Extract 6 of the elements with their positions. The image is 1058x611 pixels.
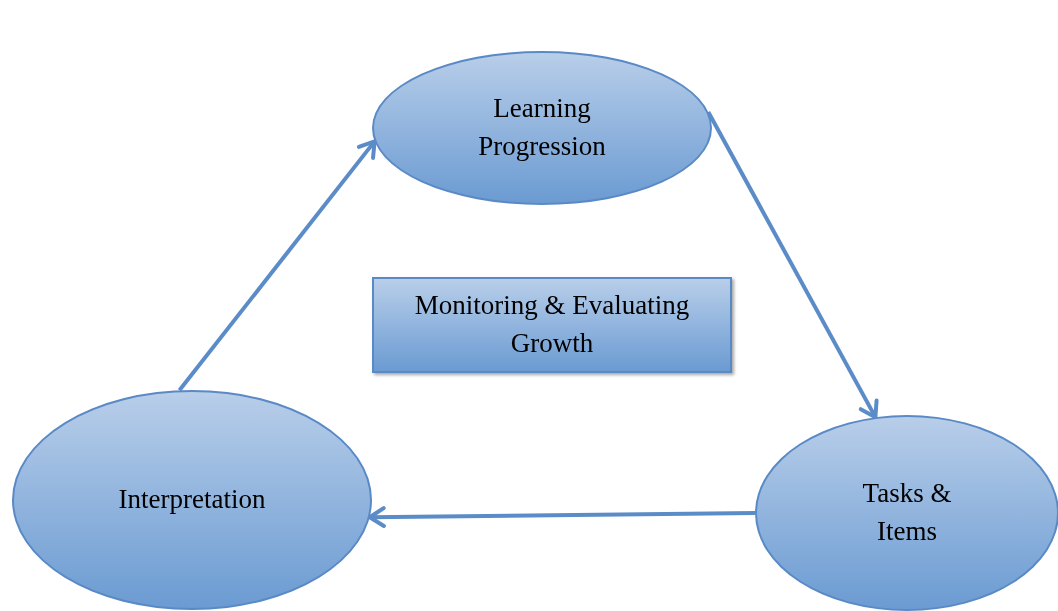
arrow	[177, 139, 377, 392]
node-label: Tasks & Items	[861, 477, 953, 548]
node-label: Monitoring & Evaluating Growth	[413, 289, 691, 360]
node-label: Interpretation	[118, 483, 266, 517]
process-box	[372, 277, 732, 373]
node-label: Learning Progression	[477, 92, 607, 163]
